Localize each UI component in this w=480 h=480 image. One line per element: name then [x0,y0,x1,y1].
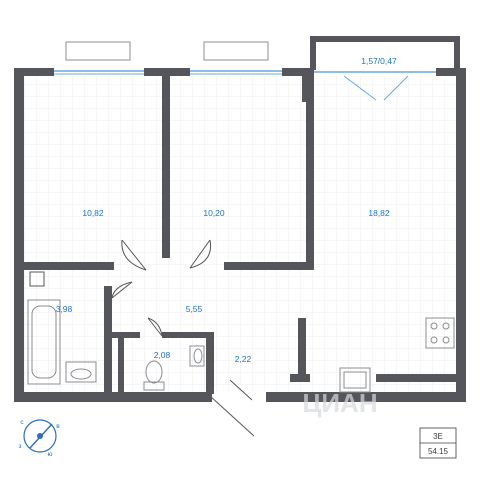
svg-text:з: з [19,443,22,450]
stove [425,317,455,349]
kitchen-sink [339,367,371,393]
room-area-bedroom-left: 10,82 [82,208,104,218]
window-middle [190,41,282,75]
room-area-living-kitchen: 18,82 [368,208,390,218]
doors [111,239,255,437]
room-area-toilet: 2,08 [154,350,171,360]
toilet-sink [189,345,205,367]
room-area-entry: 2,22 [235,354,252,364]
toilet-bowl [143,360,165,391]
compass-icon: с в з ю [19,419,61,458]
svg-text:с: с [20,419,24,426]
summary-box: 3E 54.15 [419,427,457,459]
window-left [54,41,144,75]
apartment-type: 3E [433,432,443,441]
room-area-bathroom: 3,98 [56,304,73,314]
shaft [29,271,45,287]
svg-text:в: в [56,423,60,430]
watermark: ЦИАН [302,388,377,418]
balcony-area-label: 1,57/0,47 [361,56,397,66]
room-area-bedroom-middle: 10,20 [203,208,225,218]
total-area: 54.15 [428,447,449,456]
bathroom-sink [65,361,97,383]
floor-grid [24,76,456,392]
balcony [310,36,460,70]
svg-text:ю: ю [48,451,53,458]
interior-walls [24,68,456,394]
room-area-hallway: 5,55 [186,304,203,314]
balcony-door [314,71,436,101]
bathtub [27,299,61,385]
